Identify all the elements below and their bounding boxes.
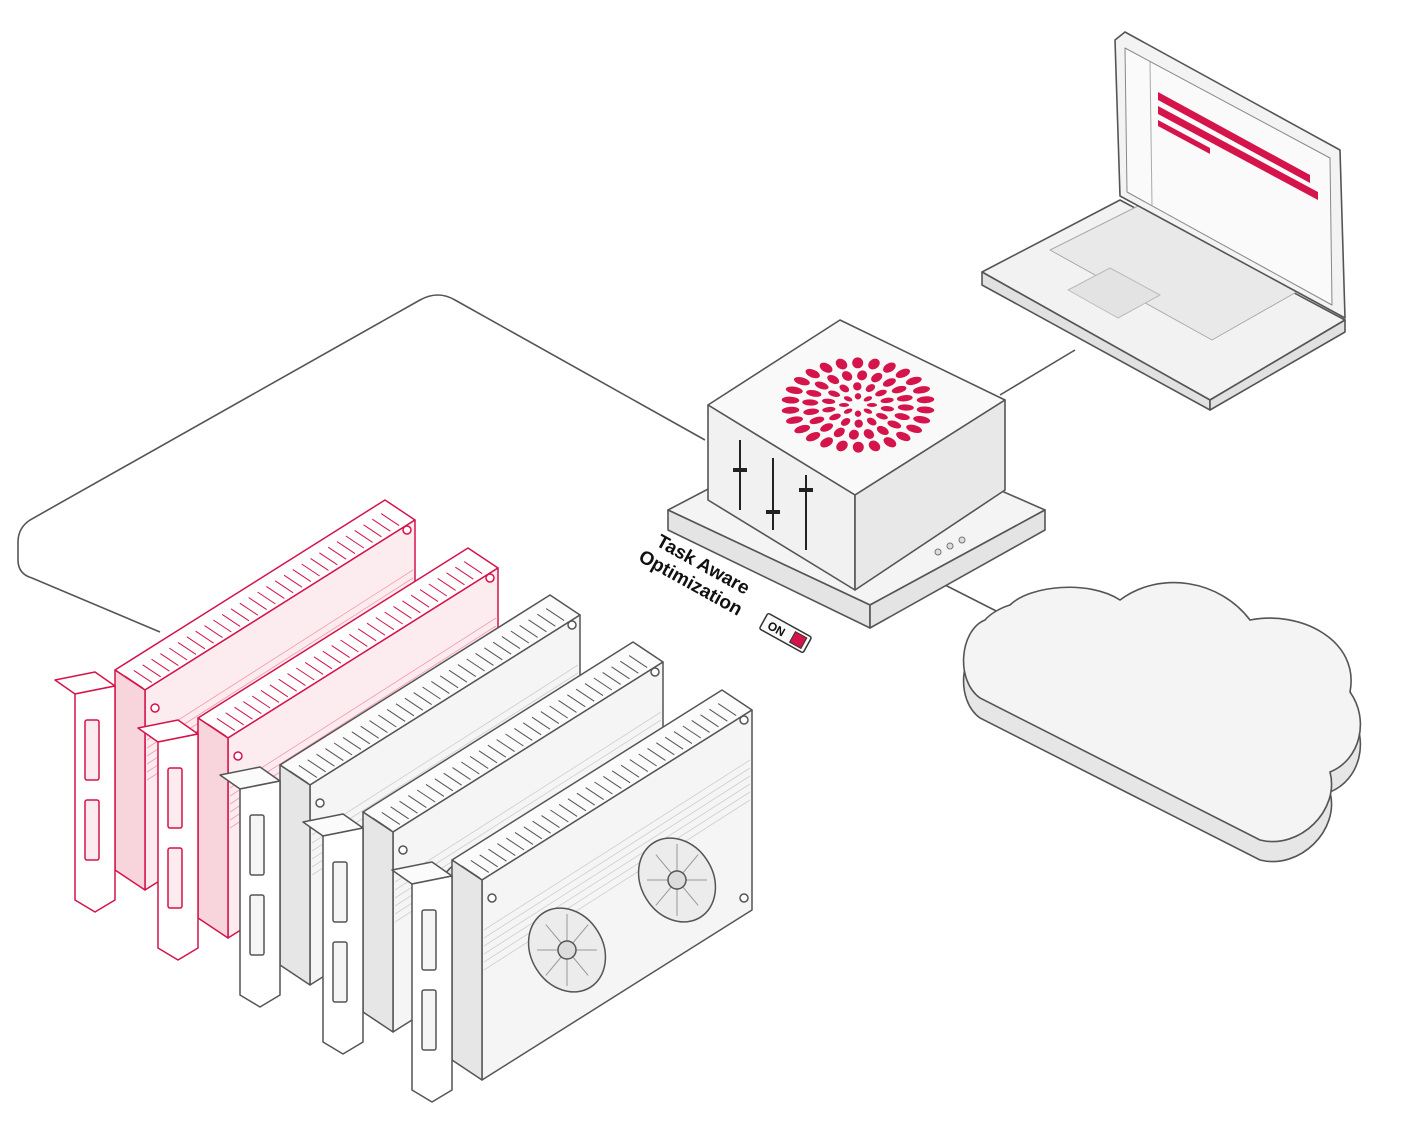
burst-petal — [855, 411, 861, 417]
burst-petal — [867, 403, 877, 407]
burst-petal — [852, 357, 863, 368]
gpu-cards — [55, 500, 752, 1102]
burst-petal — [839, 403, 849, 407]
optimization-toggle[interactable]: ON — [759, 613, 811, 653]
hub-to-laptop-link — [1000, 350, 1075, 395]
burst-petal — [853, 442, 864, 453]
laptop — [982, 32, 1345, 410]
burst-petal — [855, 393, 861, 399]
cloud-icon — [964, 583, 1361, 862]
